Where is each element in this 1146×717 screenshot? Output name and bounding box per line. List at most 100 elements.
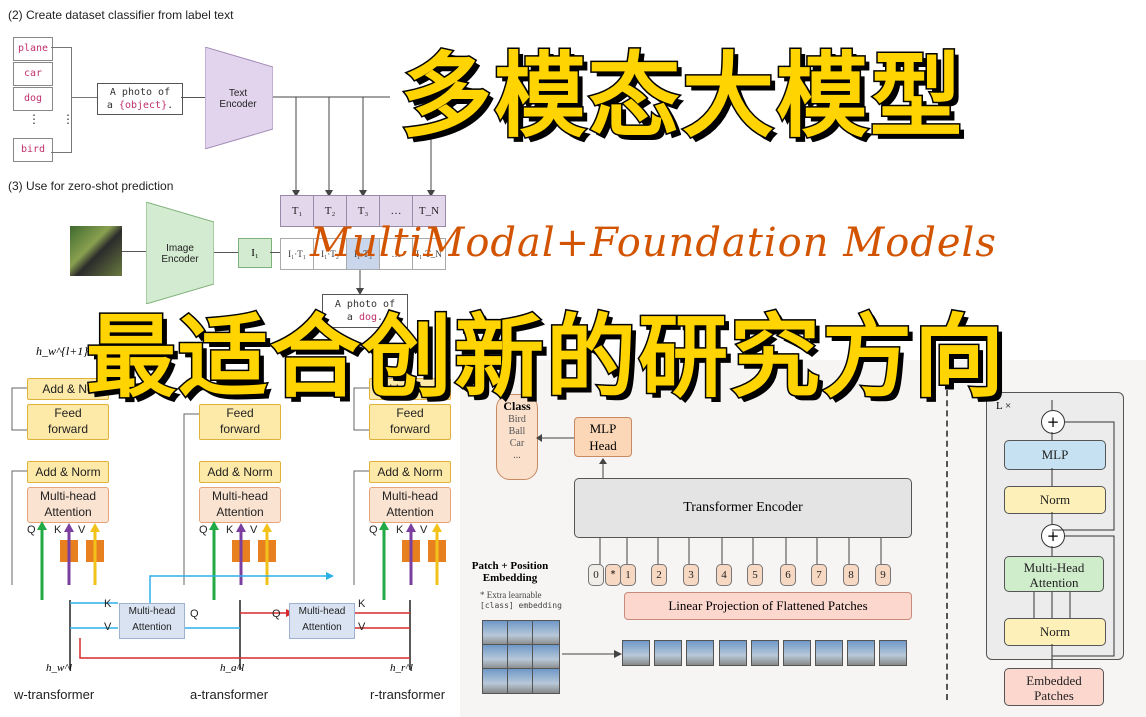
dog-photo <box>70 226 122 276</box>
encoder-mha: Multi-Head Attention <box>1004 556 1104 592</box>
extra-note-2: [class] embedding <box>480 601 562 610</box>
input-patch-7 <box>482 668 510 694</box>
t-cell-1: T₁ <box>280 195 314 227</box>
clip-step3-title: (3) Use for zero-shot prediction <box>8 179 174 193</box>
class-item-car: Car <box>509 438 525 449</box>
patches-arrow <box>562 650 622 658</box>
w-feed-forward: Feed forward <box>27 404 109 440</box>
input-patch-8 <box>507 668 535 694</box>
class-item-ball: Ball <box>508 426 526 437</box>
linear-projection-box: Linear Projection of Flattened Patches <box>624 592 912 620</box>
r-v-label: V <box>420 524 428 536</box>
result-line1: A photo of <box>334 299 396 310</box>
flat-patch-1 <box>622 640 650 666</box>
class-item-more: ... <box>513 450 521 461</box>
token-0: 0 <box>588 564 604 586</box>
image-encoder-connector <box>214 252 238 253</box>
result-suffix: . <box>377 312 384 323</box>
vit-arrows <box>536 434 882 565</box>
class-box: Class Bird Ball Car ... <box>496 394 538 480</box>
cross-k-label: K <box>104 598 112 610</box>
w-mha: Multi-head Attention <box>27 487 109 523</box>
text-encoder-label: Text Encoder <box>219 88 257 110</box>
encoder-arrows <box>1033 400 1115 668</box>
transformer-encoder-box: Transformer Encoder <box>574 478 912 538</box>
token-9: 9 <box>875 564 891 586</box>
input-patch-5 <box>507 644 535 670</box>
r-feed-forward: Feed forward <box>369 404 451 440</box>
a-v-label: V <box>250 524 258 536</box>
tagline-cn: 最适合创新的研究方向 <box>85 304 1006 412</box>
label-car: car <box>13 62 53 86</box>
mlp-head: MLP Head <box>574 417 632 457</box>
prompt-line1: A photo of <box>109 87 171 98</box>
i1-cell: I₁ <box>238 238 272 268</box>
labels-ellipsis: ⋮ <box>28 112 40 126</box>
r-transformer-label: r-transformer <box>370 687 446 702</box>
label-dog: dog <box>13 87 53 111</box>
token-5: 5 <box>747 564 763 586</box>
flat-patch-8 <box>847 640 875 666</box>
subtitle-en: MultiModal+Foundation Models <box>310 220 997 266</box>
prompt-connector <box>181 97 205 98</box>
i-cell-1: I₁·T₁ <box>280 238 314 270</box>
class-title: Class <box>503 399 531 413</box>
image-encoder-label: Image Encoder <box>161 243 199 265</box>
h-w-label: h_w^l <box>46 662 73 674</box>
flat-patch-7 <box>815 640 843 666</box>
h-top-label: h_w^{l+1} <box>36 344 89 358</box>
input-patch-1 <box>482 620 510 646</box>
prompt-template: A photo of a {object}. <box>97 83 183 115</box>
text-encoder-shape <box>205 47 273 149</box>
encoder-norm-bottom: Norm <box>1004 618 1106 646</box>
patch-position-label: Patch + Position Embedding <box>471 560 549 584</box>
flat-patch-3 <box>686 640 714 666</box>
i1-connector <box>270 252 280 253</box>
i-cell-3: I₁·T₃ <box>346 238 380 270</box>
input-patch-9 <box>532 668 560 694</box>
cross2-q-label: Q <box>272 608 281 620</box>
h-a-label: h_a^l <box>220 662 245 674</box>
flat-patch-4 <box>719 640 747 666</box>
image-encoder-shape <box>146 202 214 304</box>
token-2: 2 <box>651 564 667 586</box>
a-q-label: Q <box>199 524 208 536</box>
token-6: 6 <box>780 564 796 586</box>
prompt-prefix: a <box>106 100 119 111</box>
flat-patch-9 <box>879 640 907 666</box>
result-box: A photo of a dog. <box>322 294 408 328</box>
encoder-norm-top: Norm <box>1004 486 1106 514</box>
result-arrow <box>356 270 364 295</box>
encoder-mlp: MLP <box>1004 440 1106 470</box>
w-transformer-label: w-transformer <box>14 687 95 702</box>
i-cell-2: I₁·T₂ <box>313 238 347 270</box>
embedded-patches: Embedded Patches <box>1004 668 1104 706</box>
clip-step2-title: (2) Create dataset classifier from label… <box>8 8 234 22</box>
lx-label: L × <box>996 400 1012 412</box>
i-cell-n: I₁·T_N <box>412 238 446 270</box>
t-cell-3: T₃ <box>346 195 380 227</box>
a-mha: Multi-head Attention <box>199 487 281 523</box>
a-feed-forward: Feed forward <box>199 404 281 440</box>
w-k-label: K <box>54 524 62 536</box>
labels-bracket <box>51 47 72 153</box>
flat-patch-5 <box>751 640 779 666</box>
t-cell-n: T_N <box>412 195 446 227</box>
plus-icon-2: + <box>1041 524 1065 548</box>
r-q-label: Q <box>369 524 378 536</box>
cross-q-label: Q <box>190 608 199 620</box>
transformer-arrows <box>11 387 442 670</box>
r-k-label: K <box>396 524 404 536</box>
cross2-k-label: K <box>358 598 366 610</box>
token-4: 4 <box>716 564 732 586</box>
plus-icon: + <box>1041 410 1065 434</box>
w-v-label: V <box>78 524 86 536</box>
label-plane: plane <box>13 37 53 61</box>
input-patch-2 <box>507 620 535 646</box>
main-title-cn: 多模态大模型 <box>398 42 965 152</box>
w-cross-mha: Multi-head Attention <box>119 603 185 639</box>
prompt-suffix: . <box>167 100 174 111</box>
token-1: 1 <box>620 564 636 586</box>
a-add-norm: Add & Norm <box>199 461 281 483</box>
w-add-norm: Add & Norm <box>27 461 109 483</box>
